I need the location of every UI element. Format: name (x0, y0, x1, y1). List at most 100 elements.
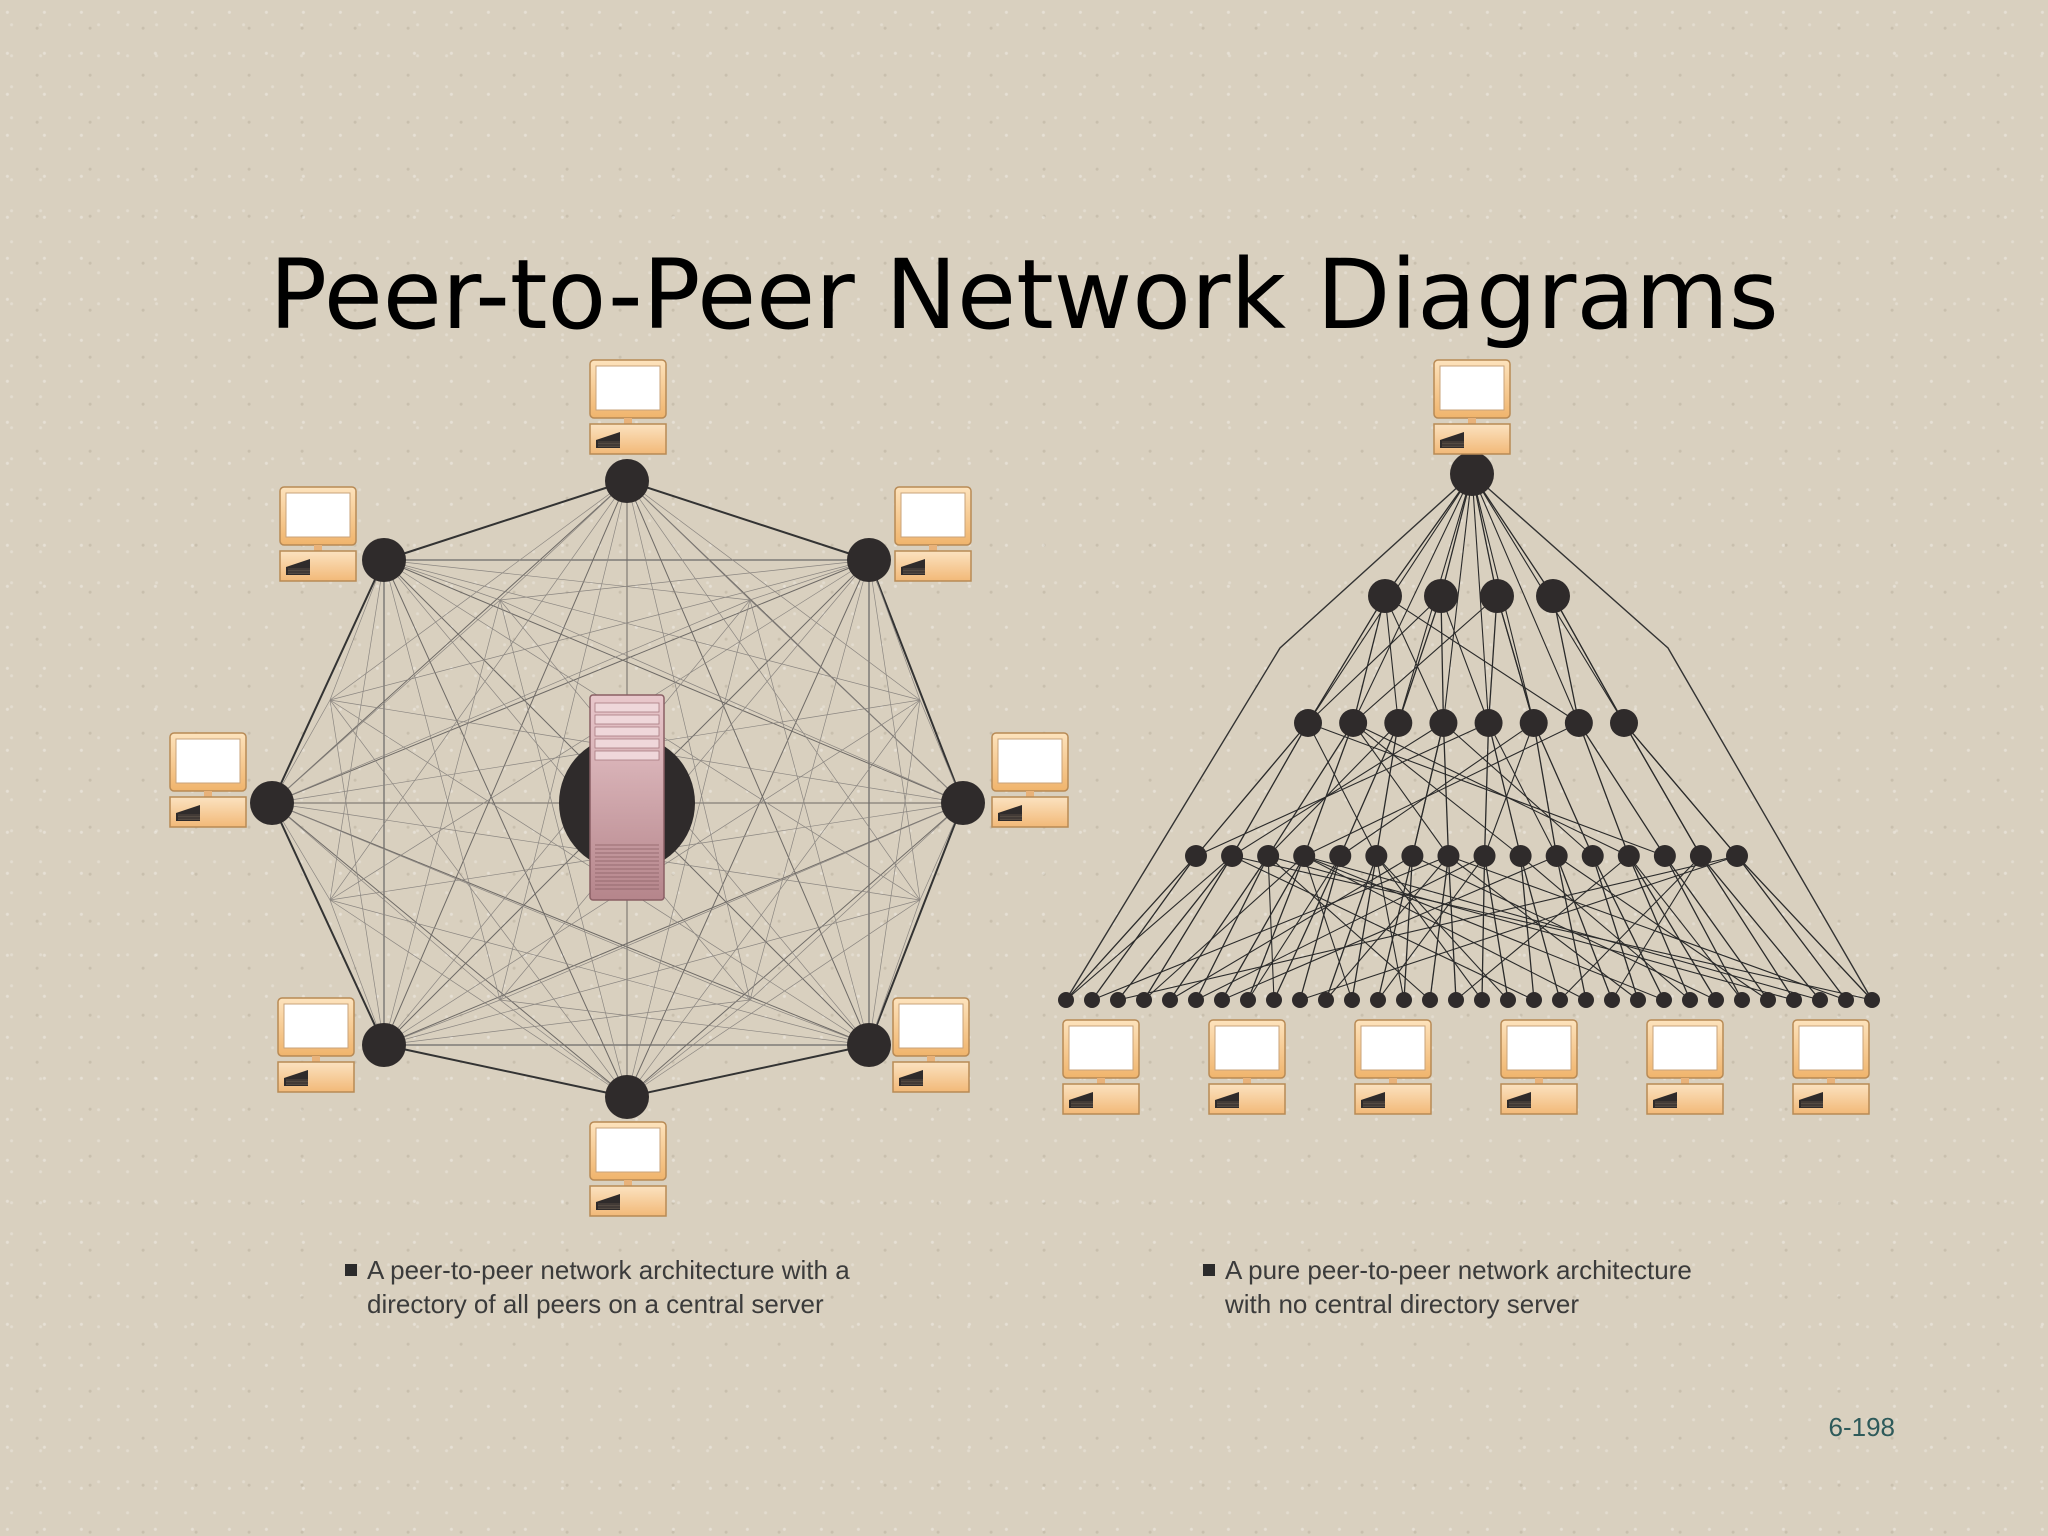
tree-node (1329, 845, 1352, 867)
tree-link (1623, 722, 1738, 857)
tree-link (1307, 722, 1377, 857)
tree-node (1610, 709, 1638, 737)
tree-link (1303, 855, 1587, 1001)
tree-link (1375, 855, 1509, 1001)
tree-node (1214, 992, 1230, 1008)
peer-link (383, 559, 628, 1098)
tree-node (1448, 992, 1464, 1008)
tree-link (1303, 722, 1354, 857)
caption-left: A peer-to-peer network architecture with… (345, 1253, 927, 1321)
tree-link (1488, 722, 1558, 857)
tree-link (1267, 855, 1795, 1001)
tree-link (1628, 855, 1743, 1001)
tree-link (1117, 855, 1738, 1001)
tree-node (1429, 709, 1458, 737)
peer-link (626, 699, 921, 1098)
computer-icon (589, 1121, 667, 1217)
peer-link (329, 480, 628, 901)
tree-link (1267, 722, 1354, 857)
tree-link (1736, 855, 1873, 1001)
tree-link (1700, 855, 1821, 1001)
slide-title: Peer-to-Peer Network Diagrams (269, 239, 1779, 351)
tree-node (1474, 709, 1503, 737)
peer-link (626, 480, 751, 601)
tree-node (1136, 992, 1152, 1008)
peer-link (868, 699, 921, 1046)
peer-link (271, 802, 385, 1046)
tree-node (1257, 845, 1280, 867)
tree-link (1307, 722, 1666, 857)
computer-icon (1792, 1019, 1870, 1115)
tree-node (1708, 992, 1724, 1008)
tree-link (1247, 855, 1341, 1001)
tree-link (1231, 722, 1309, 857)
tree-link (1143, 855, 1305, 1001)
computer-icon (589, 359, 667, 455)
tree-node (1689, 845, 1712, 867)
tree-link (1578, 722, 1666, 857)
peer-link (499, 559, 870, 601)
peer-link (383, 559, 964, 804)
central-directory-diagram (169, 359, 1069, 1217)
peer-link (383, 559, 921, 701)
tree-node (1864, 992, 1880, 1008)
tree-node (1221, 845, 1244, 867)
computer-icon (1433, 359, 1511, 455)
tree-node (1604, 992, 1620, 1008)
tree-link (1267, 855, 1275, 1001)
tree-node (1786, 992, 1802, 1008)
tree-node (1110, 992, 1126, 1008)
peer-link (626, 899, 921, 1098)
computer-icon (1500, 1019, 1578, 1115)
tree-link (1519, 855, 1561, 1001)
peer-link (626, 480, 751, 1001)
peer-link (499, 480, 628, 601)
tree-node (1526, 992, 1542, 1008)
computer-icon (894, 486, 972, 582)
peer-link (626, 480, 870, 561)
peer-node (605, 459, 649, 503)
peer-node (362, 538, 406, 582)
tree-link (1533, 722, 1594, 857)
pure-p2p-diagram (1058, 359, 1880, 1115)
caption-right-line2: with no central directory server (1225, 1289, 1580, 1319)
peer-link (383, 899, 921, 1046)
peer-link (749, 599, 964, 804)
tree-node (1339, 709, 1368, 737)
tree-link (1375, 855, 1405, 1001)
server-icon (589, 694, 665, 901)
tree-node (1760, 992, 1776, 1008)
tree-link (1397, 595, 1442, 724)
peer-link (626, 480, 870, 1046)
computer-icon (1208, 1019, 1286, 1115)
peer-link (271, 599, 751, 804)
tree-link (1384, 595, 1399, 724)
caption-right-line1: A pure peer-to-peer network architecture (1225, 1255, 1692, 1285)
tree-link (1471, 473, 1580, 724)
caption-right: A pure peer-to-peer network architecture… (1203, 1253, 1785, 1321)
tree-link (1487, 595, 1498, 724)
tree-node (1519, 709, 1548, 737)
tree-link (1273, 855, 1341, 1001)
tree-node (1682, 992, 1698, 1008)
tree-node (1617, 845, 1640, 867)
tree-link (1496, 595, 1535, 724)
peer-link (329, 699, 628, 1098)
tree-node (1552, 992, 1568, 1008)
tree-link (1267, 855, 1431, 1001)
tree-node (1292, 992, 1308, 1008)
peer-link (868, 559, 964, 804)
peer-link (271, 559, 385, 804)
bullet-icon (1203, 1264, 1215, 1276)
tree-link (1448, 855, 1639, 1001)
peer-link (499, 599, 628, 1098)
peer-link (329, 899, 870, 1046)
tree-node (1581, 845, 1604, 867)
tree-node (1838, 992, 1854, 1008)
peer-node (847, 1023, 891, 1067)
tree-node (1450, 452, 1494, 496)
tree-link (1065, 855, 1197, 1001)
tree-link (1352, 722, 1449, 857)
peer-node (605, 1075, 649, 1119)
peer-link (499, 802, 964, 1001)
